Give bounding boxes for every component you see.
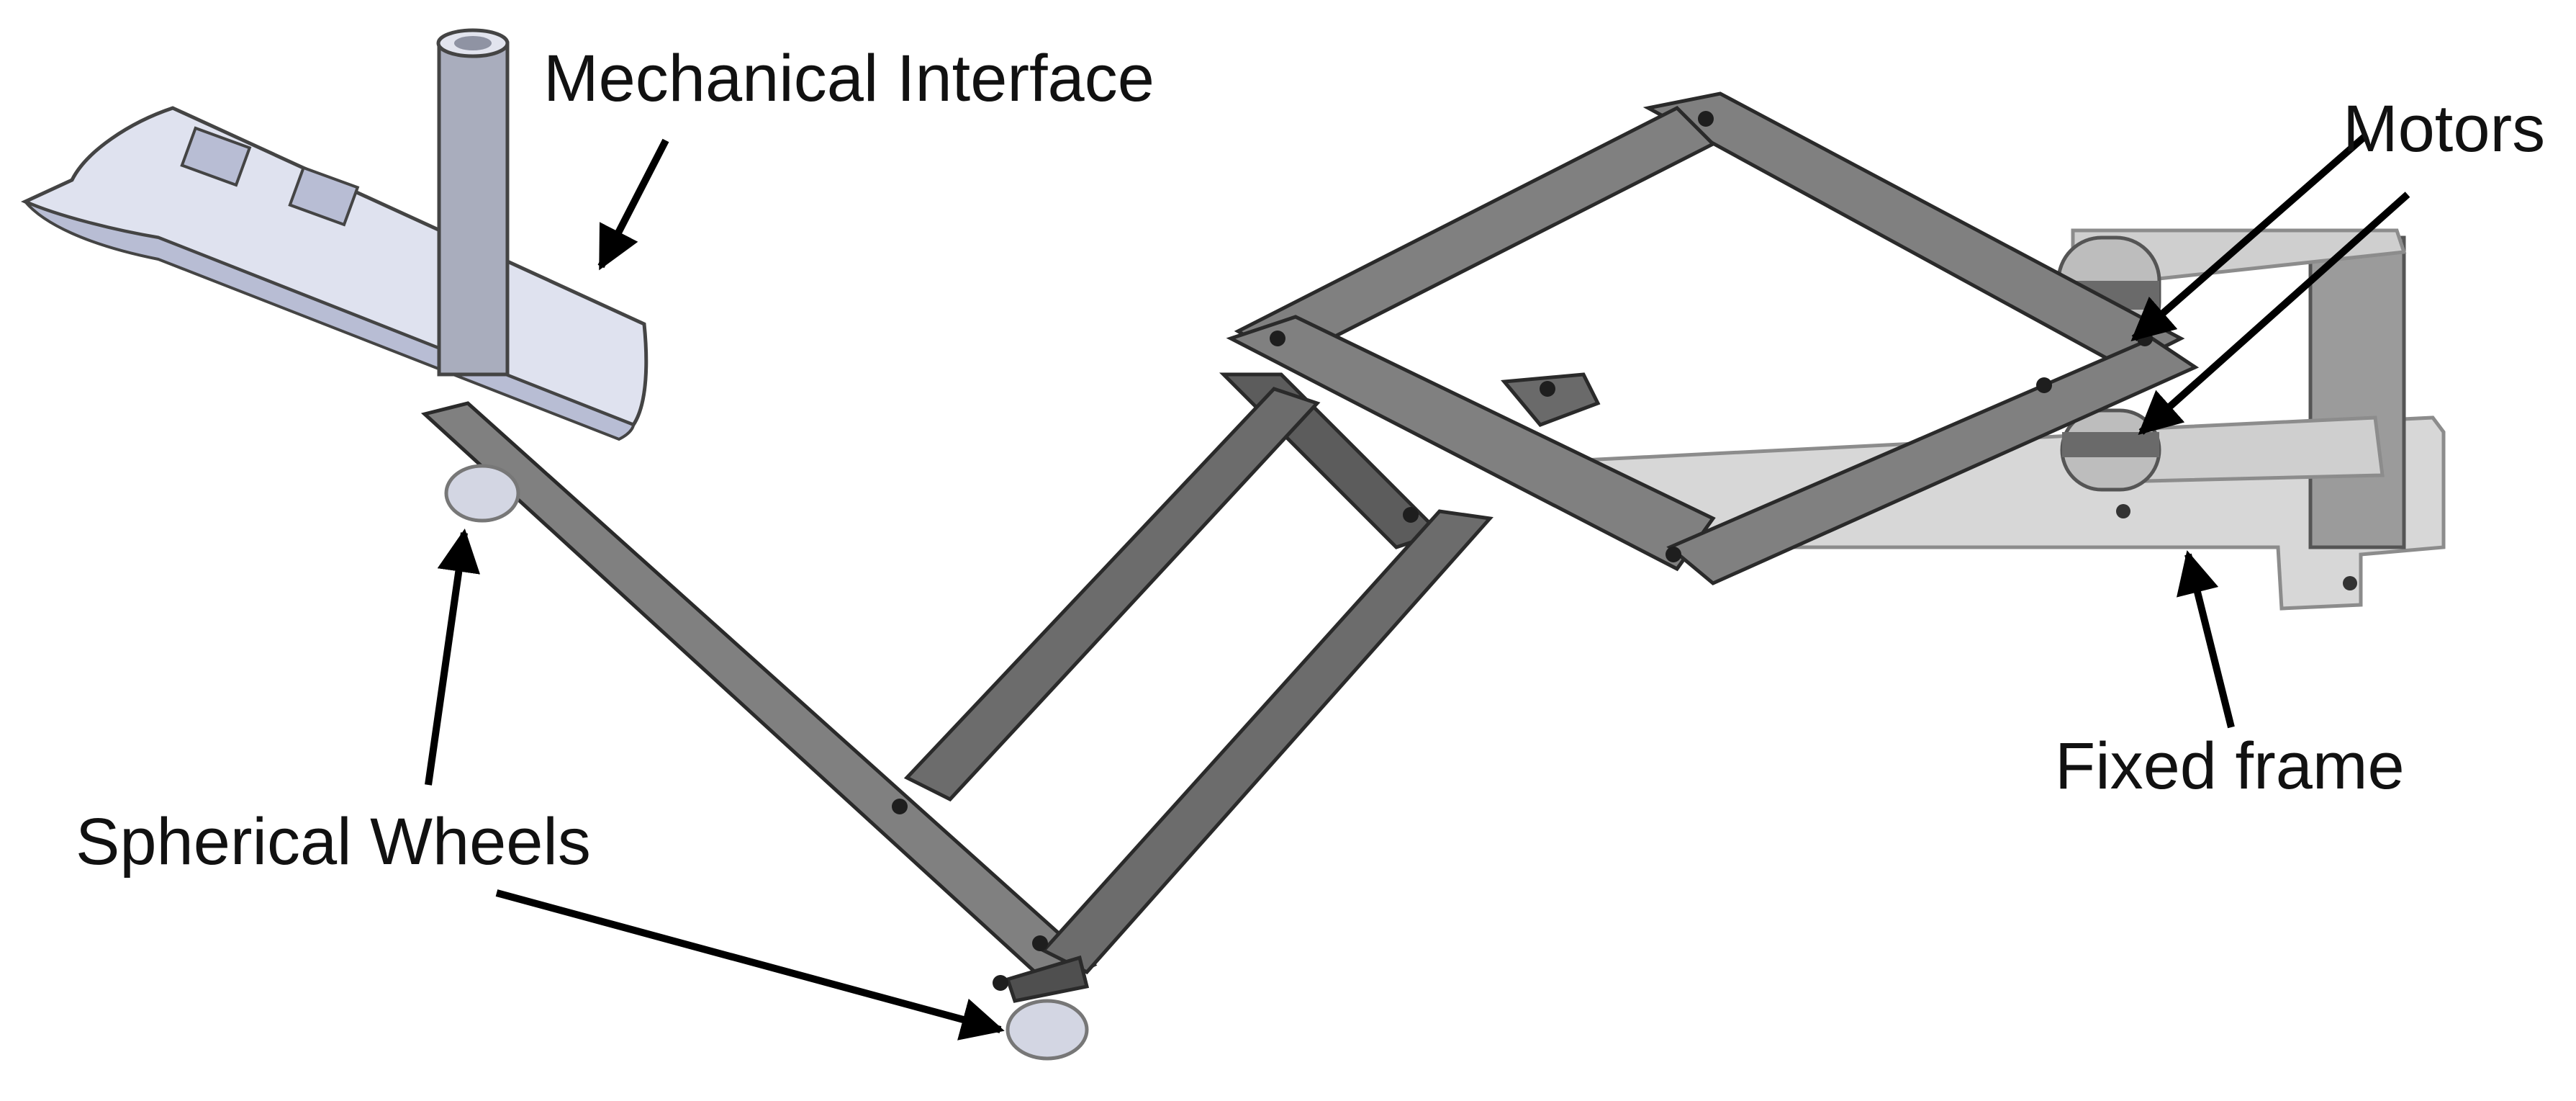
spherical-wheel-upper <box>444 464 520 523</box>
arrow-spherical-wheel-upper <box>425 529 481 786</box>
lower-linkage <box>420 387 1493 1003</box>
label-mechanical-interface: Mechanical Interface <box>543 42 1154 115</box>
arrow-motors-lower <box>2138 192 2410 435</box>
arrow-fixed-frame <box>2176 550 2235 729</box>
spherical-wheel-lower <box>1005 999 1089 1061</box>
label-spherical-wheels: Spherical Wheels <box>76 805 591 878</box>
mechanical-interface <box>20 28 648 441</box>
arrow-mechanical-interface <box>597 138 669 271</box>
arrow-spherical-wheel-lower <box>495 889 1005 1041</box>
upper-linkage <box>1219 91 2200 585</box>
motor-lower <box>2060 408 2161 492</box>
arrow-motors-upper <box>2130 134 2367 341</box>
label-motors: Motors <box>2343 92 2545 166</box>
label-fixed-frame: Fixed frame <box>2055 729 2405 803</box>
